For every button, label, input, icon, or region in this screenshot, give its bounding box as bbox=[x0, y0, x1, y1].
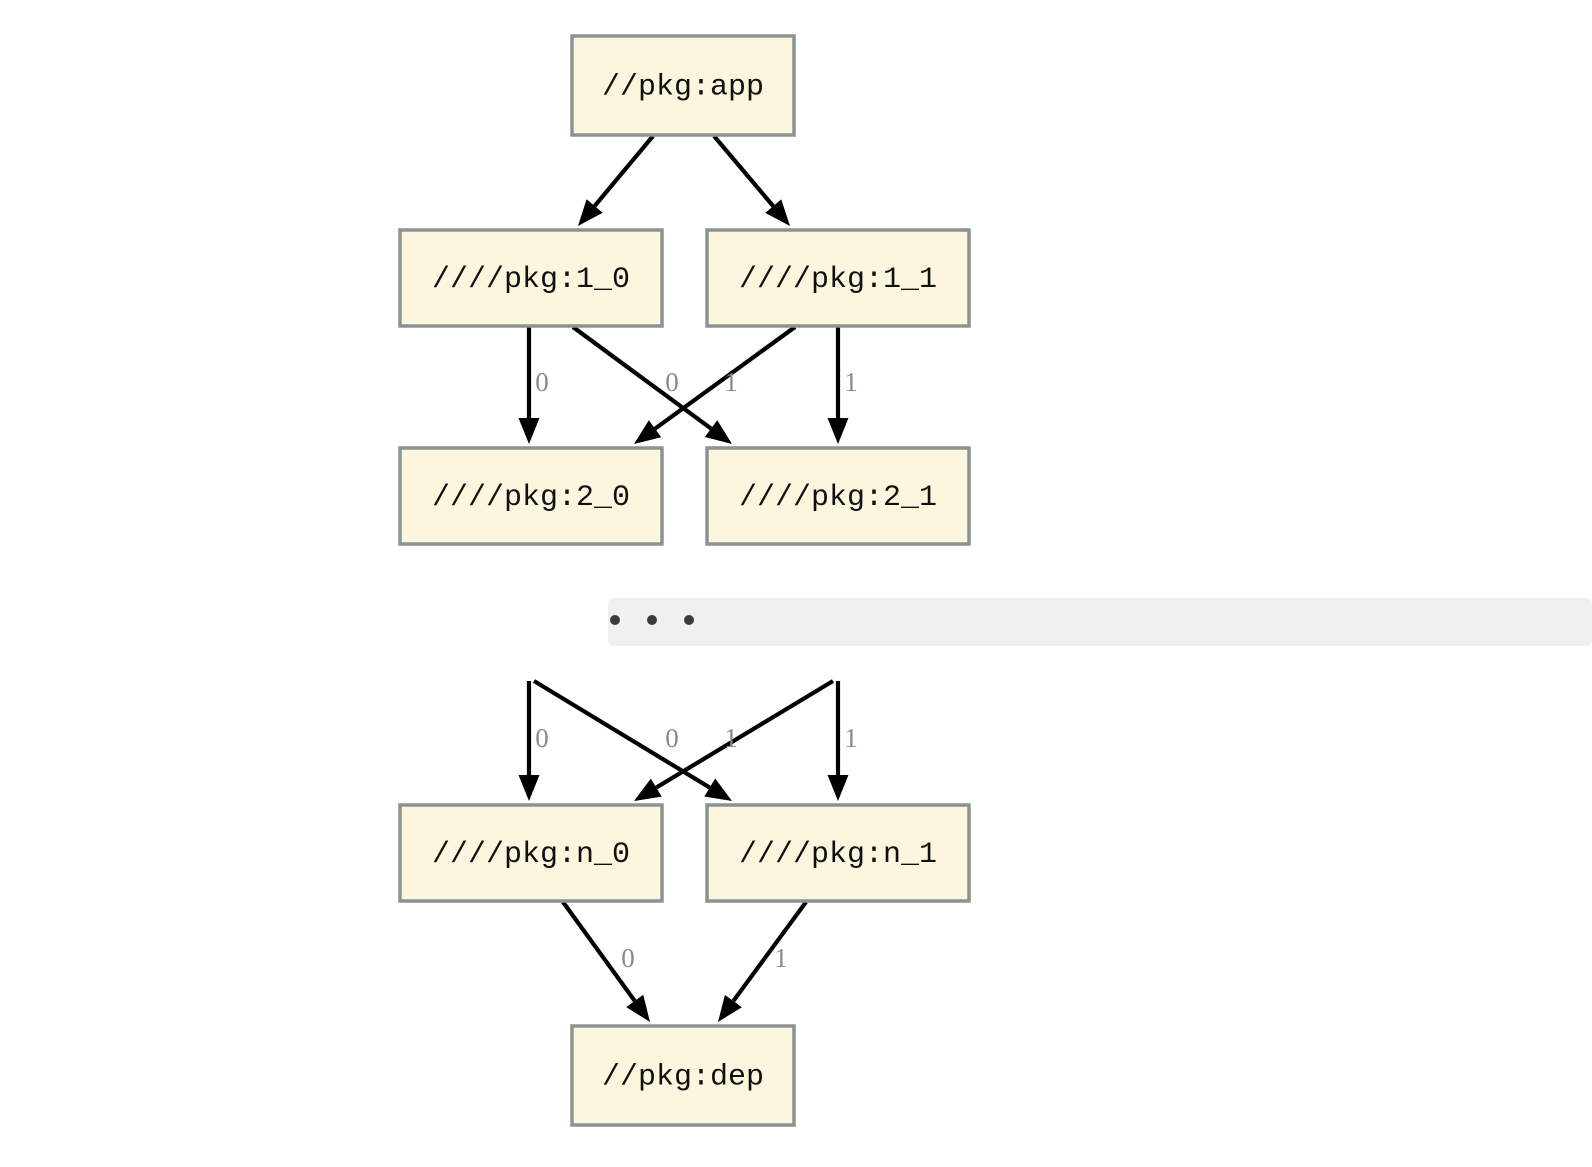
node-box[interactable] bbox=[570, 1024, 796, 1127]
edges-layer: 0 0 1 1 0 0 1 1 0 1 bbox=[518, 134, 858, 1022]
edge-arrowhead bbox=[518, 775, 540, 801]
ellipsis-dot-0 bbox=[610, 615, 620, 625]
edge-arrowhead bbox=[626, 994, 650, 1022]
ellipsis-dot-2 bbox=[684, 615, 694, 625]
edge-arrowhead bbox=[704, 778, 732, 801]
edge-line bbox=[712, 134, 775, 208]
node-label: //pkg:app bbox=[602, 70, 764, 104]
node-box[interactable] bbox=[705, 446, 971, 546]
edge-label: 0 bbox=[665, 367, 679, 397]
edge-arrowhead bbox=[827, 775, 849, 801]
graph-edge bbox=[578, 134, 655, 226]
node-box[interactable] bbox=[570, 34, 796, 137]
edge-label: 1 bbox=[844, 367, 858, 397]
edge-arrowhead bbox=[634, 420, 662, 444]
graph-node[interactable]: ////pkg:n_0 bbox=[398, 803, 664, 903]
edge-arrowhead bbox=[827, 418, 849, 444]
graph-node[interactable]: ////pkg:1_1 bbox=[705, 228, 971, 328]
graph-edge: 0 bbox=[518, 327, 549, 444]
node-label: ////pkg:1_0 bbox=[432, 263, 630, 297]
node-label: ////pkg:n_1 bbox=[739, 838, 937, 872]
edge-label: 1 bbox=[724, 367, 738, 397]
node-box[interactable] bbox=[705, 803, 971, 903]
ellipsis-dot-1 bbox=[647, 615, 657, 625]
node-box[interactable] bbox=[398, 446, 664, 546]
edge-label: 0 bbox=[535, 723, 549, 753]
graph-edge: 1 bbox=[827, 327, 858, 444]
node-box[interactable] bbox=[398, 803, 664, 903]
graph-edge: 0 bbox=[561, 900, 650, 1022]
edge-line bbox=[593, 134, 655, 208]
edge-line bbox=[655, 679, 835, 790]
edge-arrowhead bbox=[765, 199, 790, 226]
edge-arrowhead bbox=[718, 994, 742, 1022]
edge-line bbox=[731, 900, 808, 1003]
node-label: ////pkg:1_1 bbox=[739, 263, 937, 297]
graph-node[interactable]: ////pkg:2_0 bbox=[398, 446, 664, 546]
ellipsis-separator bbox=[608, 598, 1592, 646]
edge-arrowhead bbox=[578, 199, 603, 226]
node-label: //pkg:dep bbox=[602, 1060, 764, 1094]
node-label: ////pkg:2_1 bbox=[739, 481, 937, 515]
edge-line bbox=[561, 900, 637, 1003]
node-box[interactable] bbox=[705, 228, 971, 328]
graph-node[interactable]: ////pkg:2_1 bbox=[705, 446, 971, 546]
nodes-layer: //pkg:app ////pkg:1_0 ////pkg:1_1 ////pkg:2… bbox=[398, 34, 971, 1127]
graph-edge: 0 bbox=[518, 681, 549, 801]
graph-edge: 1 bbox=[718, 900, 808, 1022]
graph-edge: 1 bbox=[634, 679, 835, 801]
edge-label: 1 bbox=[844, 723, 858, 753]
edge-label: 1 bbox=[774, 943, 788, 973]
edge-label: 0 bbox=[665, 723, 679, 753]
graph-node[interactable]: //pkg:app bbox=[570, 34, 796, 137]
edge-arrowhead bbox=[704, 420, 732, 444]
graph-node[interactable]: ////pkg:n_1 bbox=[705, 803, 971, 903]
graph-edge: 1 bbox=[827, 681, 858, 801]
edge-arrowhead bbox=[518, 418, 540, 444]
edge-label: 1 bbox=[724, 723, 738, 753]
graph-node[interactable]: //pkg:dep bbox=[570, 1024, 796, 1127]
graph-edge: 0 bbox=[571, 325, 732, 444]
edge-label: 0 bbox=[535, 367, 549, 397]
node-box[interactable] bbox=[398, 228, 664, 328]
graph-node[interactable]: ////pkg:1_0 bbox=[398, 228, 664, 328]
edge-arrowhead bbox=[634, 778, 662, 801]
graph-edge bbox=[712, 134, 790, 226]
edge-line bbox=[653, 325, 797, 431]
graph-edge: 1 bbox=[634, 325, 797, 444]
node-label: ////pkg:n_0 bbox=[432, 838, 630, 872]
ellipsis-band bbox=[608, 598, 1592, 646]
edge-line bbox=[532, 679, 711, 790]
graph-edge: 0 bbox=[532, 679, 732, 801]
edge-label: 0 bbox=[621, 943, 635, 973]
edge-line bbox=[571, 325, 713, 431]
node-label: ////pkg:2_0 bbox=[432, 481, 630, 515]
